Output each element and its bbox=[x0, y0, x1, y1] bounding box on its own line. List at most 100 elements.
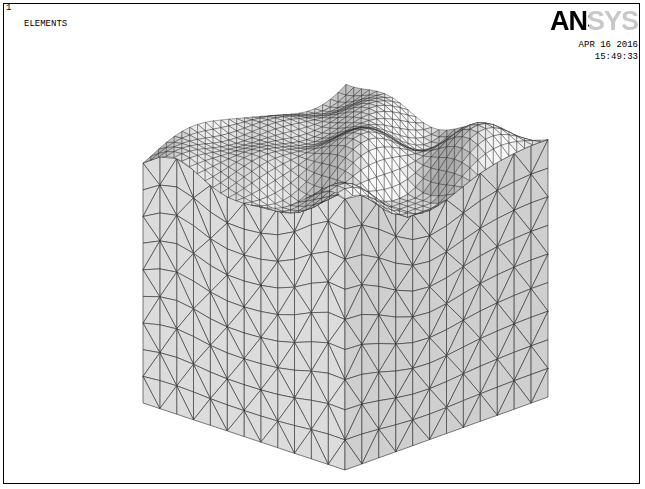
mesh-element bbox=[376, 198, 384, 204]
mesh-element bbox=[143, 269, 160, 297]
mesh-element bbox=[306, 195, 314, 201]
mesh-element bbox=[166, 142, 174, 147]
mesh-element bbox=[330, 102, 338, 108]
mesh-element bbox=[299, 115, 307, 117]
mesh-element bbox=[261, 233, 278, 261]
mesh-element bbox=[278, 259, 295, 287]
mesh-element bbox=[431, 182, 439, 196]
mesh-element bbox=[143, 185, 160, 216]
mesh-element bbox=[213, 183, 221, 193]
mesh-element bbox=[210, 399, 227, 431]
mesh-element bbox=[447, 186, 455, 195]
mesh-element bbox=[415, 209, 423, 214]
mesh-element bbox=[431, 149, 439, 158]
mesh-element bbox=[143, 241, 160, 270]
mesh-element bbox=[454, 186, 462, 194]
mesh-element bbox=[361, 189, 369, 197]
mesh-element bbox=[346, 87, 354, 96]
mesh-element bbox=[379, 290, 396, 317]
mesh-element bbox=[143, 323, 160, 353]
mesh-element bbox=[362, 90, 370, 96]
mesh-element bbox=[497, 381, 514, 416]
mesh-element bbox=[501, 129, 509, 135]
mesh-element bbox=[400, 120, 408, 129]
mesh-element bbox=[362, 404, 379, 434]
mesh-element bbox=[283, 143, 291, 147]
mesh-element bbox=[322, 187, 330, 193]
mesh-element bbox=[261, 338, 278, 368]
mesh-element bbox=[276, 139, 284, 144]
mesh-element bbox=[353, 123, 361, 127]
mesh-element bbox=[205, 177, 213, 188]
mesh-element bbox=[311, 404, 328, 434]
mesh-element bbox=[345, 344, 362, 379]
mesh-element bbox=[384, 203, 392, 207]
mesh-element bbox=[431, 149, 439, 158]
mesh-element bbox=[315, 113, 323, 115]
mesh-element bbox=[322, 146, 330, 154]
mesh-element bbox=[353, 187, 361, 195]
mesh-element bbox=[311, 221, 328, 254]
mesh-element bbox=[311, 312, 328, 343]
mesh-element bbox=[396, 263, 413, 290]
mesh-element bbox=[447, 174, 455, 186]
mesh-element bbox=[311, 343, 328, 373]
mesh-element bbox=[501, 130, 509, 135]
mesh-element bbox=[322, 115, 330, 118]
mesh-element bbox=[379, 344, 396, 372]
mesh-element bbox=[298, 206, 306, 211]
mesh-element bbox=[244, 203, 261, 233]
mesh-element bbox=[392, 147, 400, 157]
mesh-element bbox=[354, 89, 362, 96]
mesh-element bbox=[295, 430, 312, 459]
mesh-element bbox=[439, 200, 447, 206]
mesh-element bbox=[291, 146, 299, 149]
mesh-element bbox=[377, 98, 385, 101]
mesh-element bbox=[267, 208, 275, 211]
mesh-element bbox=[501, 145, 509, 160]
mesh-element bbox=[431, 196, 439, 204]
mesh-element bbox=[337, 189, 345, 199]
mesh-element bbox=[330, 114, 338, 118]
mesh-element bbox=[291, 202, 299, 206]
mesh-element bbox=[447, 172, 455, 186]
mesh-element bbox=[377, 101, 385, 106]
mesh-element bbox=[314, 190, 322, 195]
mesh-element bbox=[346, 112, 354, 117]
mesh-element bbox=[213, 142, 221, 147]
mesh-element bbox=[377, 138, 385, 148]
mesh-element bbox=[470, 123, 478, 125]
mesh-element bbox=[369, 90, 377, 95]
mesh-element bbox=[379, 398, 396, 429]
mesh-element bbox=[396, 420, 413, 452]
mesh-element bbox=[361, 125, 369, 127]
mesh-element bbox=[531, 368, 548, 403]
mesh-element bbox=[379, 429, 396, 458]
mesh-element bbox=[379, 315, 396, 344]
mesh-element bbox=[415, 213, 423, 215]
mesh-element bbox=[384, 139, 392, 147]
mesh-element bbox=[284, 115, 292, 116]
mesh-element bbox=[385, 111, 393, 119]
mesh-element bbox=[244, 141, 252, 145]
mesh-element bbox=[295, 371, 312, 400]
mesh-element bbox=[345, 199, 362, 229]
mesh-element bbox=[408, 130, 416, 139]
mesh-element bbox=[306, 195, 314, 201]
mesh-element bbox=[322, 187, 330, 193]
mesh-element bbox=[261, 390, 278, 421]
mesh-element bbox=[439, 184, 447, 196]
mesh-element bbox=[315, 116, 323, 118]
mesh-element bbox=[267, 209, 275, 211]
mesh-element bbox=[455, 130, 463, 138]
mesh-element bbox=[160, 215, 177, 243]
mesh-element bbox=[307, 149, 315, 153]
mesh-element bbox=[307, 112, 315, 115]
mesh-element bbox=[478, 160, 486, 175]
mesh-element bbox=[244, 202, 252, 205]
mesh-element bbox=[408, 115, 416, 123]
mesh-element bbox=[194, 399, 211, 426]
mesh-element bbox=[330, 139, 338, 146]
mesh-element bbox=[416, 138, 424, 145]
mesh-element bbox=[330, 114, 338, 118]
